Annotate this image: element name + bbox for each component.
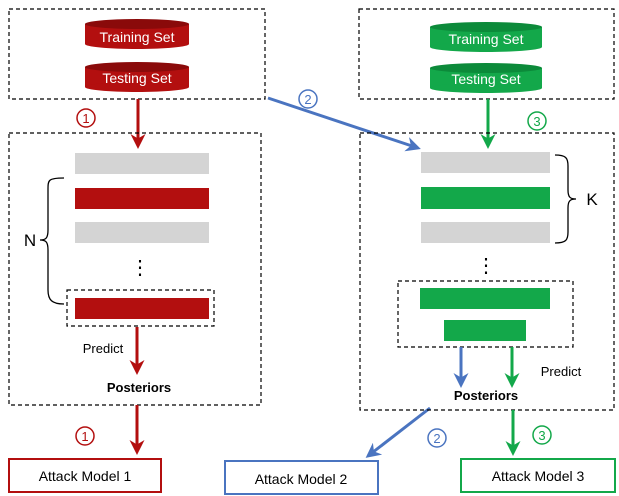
right-dots: ⋮ — [476, 255, 496, 277]
left-posteriors-label: Posteriors — [107, 380, 171, 395]
right-layer-3 — [421, 222, 550, 243]
right-shadow-layer-1 — [420, 288, 550, 309]
left-training-set-cylinder: Training Set — [85, 19, 189, 49]
right-k-brace — [554, 154, 577, 244]
right-shadow-layer-2 — [444, 320, 526, 341]
left-training-set-label: Training Set — [100, 29, 175, 45]
middle-step-circle — [298, 89, 318, 109]
right-posteriors-label: Posteriors — [454, 388, 518, 403]
right-bottom-step-number: 3 — [538, 428, 545, 443]
left-model-box — [8, 132, 262, 406]
right-layer-1 — [421, 152, 550, 173]
right-step-circle — [527, 111, 547, 131]
right-step-number: 3 — [533, 114, 540, 129]
left-target-layer-box — [66, 289, 215, 327]
middle-attack-arrow — [365, 406, 431, 458]
left-dataset-box — [8, 8, 266, 100]
left-layer-1 — [75, 153, 209, 174]
left-testing-set-label: Testing Set — [102, 70, 171, 86]
left-testing-set-cylinder: Testing Set — [85, 62, 189, 92]
attack-model-1-box — [8, 458, 162, 493]
left-layer-2 — [75, 188, 209, 209]
middle-bottom-step-circle — [427, 428, 447, 448]
attack-model-2-box — [224, 460, 379, 495]
right-model-box — [359, 132, 615, 411]
middle-cross-arrow — [267, 96, 421, 152]
right-k-label: K — [586, 190, 598, 209]
attack-model-3-box — [460, 458, 616, 493]
attack-model-1-label: Attack Model 1 — [39, 468, 132, 484]
right-training-set-cylinder: Training Set — [430, 22, 542, 52]
right-testing-set-cylinder: Testing Set — [430, 63, 542, 93]
left-step-number: 1 — [82, 111, 89, 126]
right-testing-set-label: Testing Set — [451, 71, 520, 87]
left-n-label: N — [24, 231, 36, 250]
left-dots: ⋮ — [130, 257, 150, 279]
left-layer-3 — [75, 222, 209, 243]
right-bottom-step-circle — [532, 425, 552, 445]
attack-model-2-label: Attack Model 2 — [255, 471, 348, 487]
right-shadow-box — [397, 280, 574, 348]
left-n-brace — [39, 177, 65, 305]
left-bottom-step-number: 1 — [81, 429, 88, 444]
left-step-circle — [76, 108, 96, 128]
middle-step-number: 2 — [304, 92, 311, 107]
left-target-layer — [75, 298, 209, 319]
right-layer-2 — [421, 187, 550, 209]
middle-bottom-step-number: 2 — [433, 431, 440, 446]
right-training-set-label: Training Set — [449, 31, 524, 47]
attack-model-3-label: Attack Model 3 — [492, 468, 585, 484]
left-bottom-step-circle — [75, 426, 95, 446]
right-predict-label: Predict — [541, 364, 582, 379]
left-predict-label: Predict — [83, 341, 124, 356]
